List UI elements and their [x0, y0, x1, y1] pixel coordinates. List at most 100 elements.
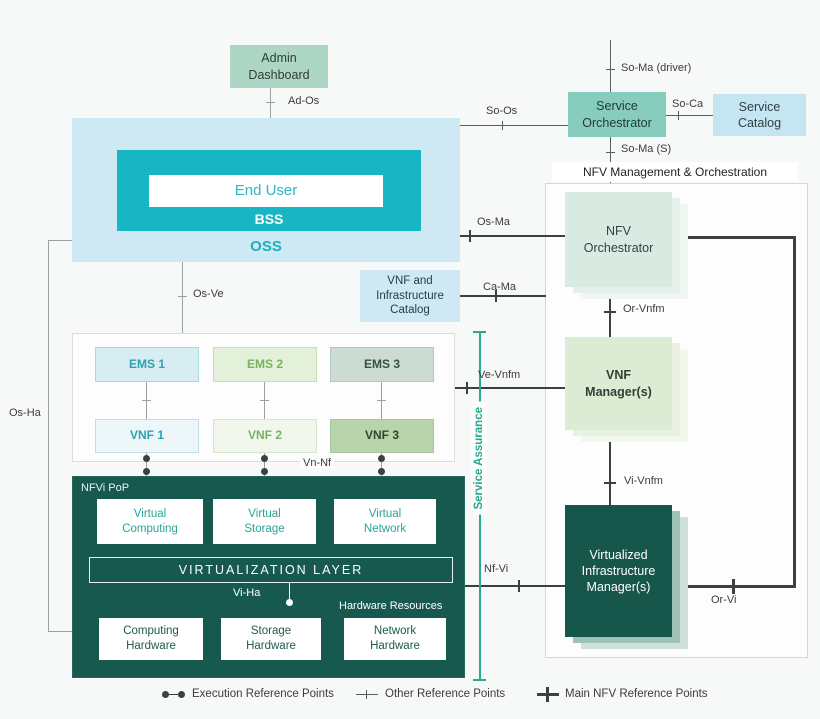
edge-so-ma-driver — [610, 40, 611, 92]
bss-block: End User BSS — [117, 150, 421, 231]
label-vn-nf: Vn-Nf — [300, 457, 335, 469]
tick-vi-vnfm — [604, 482, 616, 484]
tick-so-os — [502, 121, 503, 130]
label-so-ca: So-Ca — [672, 98, 704, 110]
node-ems-3: EMS 3 — [330, 347, 434, 382]
node-vnf-3: VNF 3 — [330, 419, 434, 453]
edge-os-ha — [48, 240, 49, 632]
legend-execution-dot-2 — [178, 691, 185, 698]
edge-ve-vnfm — [455, 387, 565, 389]
label-ca-ma: Ca-Ma — [483, 281, 517, 293]
dot-vi-ha — [286, 599, 293, 606]
nfvi-pop-label: NFVi PoP — [81, 482, 130, 494]
node-admin-dashboard: Admin Dashboard — [230, 45, 328, 88]
tick-ad-os — [266, 102, 275, 103]
tick-ca-ma — [495, 290, 497, 302]
node-computing-hardware: Computing Hardware — [99, 618, 203, 660]
mano-title: NFV Management & Orchestration — [582, 165, 768, 179]
label-so-ma-s: So-Ma (S) — [621, 143, 672, 155]
tick-so-ma-driver — [606, 69, 615, 70]
legend-main-label: Main NFV Reference Points — [565, 688, 708, 700]
tick-or-vnfm — [604, 311, 616, 313]
bss-label: BSS — [254, 211, 284, 227]
dot-vn-nf-2a — [261, 455, 268, 462]
tick-or-vi — [732, 579, 735, 594]
tick-os-ve — [178, 296, 187, 297]
label-os-ha: Os-Ha — [9, 407, 41, 419]
label-or-vi: Or-Vi — [711, 594, 737, 606]
label-ad-os: Ad-Os — [288, 95, 320, 107]
dot-vn-nf-1a — [143, 455, 150, 462]
node-storage-hardware: Storage Hardware — [221, 618, 321, 660]
tick-ems3-vnf3 — [377, 400, 386, 401]
tick-ve-vnfm — [466, 382, 468, 394]
edge-ca-ma — [460, 295, 546, 297]
edge-os-ve — [182, 262, 183, 333]
tick-ems2-vnf2 — [260, 400, 269, 401]
label-vi-ha: Vi-Ha — [233, 587, 261, 599]
edge-or-vi-right — [793, 236, 796, 588]
oss-block: End User BSS OSS — [72, 118, 460, 262]
dot-vn-nf-1b — [143, 468, 150, 475]
edge-nf-vi — [465, 585, 565, 587]
tick-so-ca — [678, 111, 679, 120]
edge-so-os — [460, 125, 568, 126]
virtualization-layer: VIRTUALIZATION LAYER — [89, 557, 453, 583]
edge-so-ca — [666, 115, 713, 116]
legend-other-line — [356, 694, 378, 695]
node-service-orchestrator: Service Orchestrator — [568, 92, 666, 137]
edge-vn-nf-2 — [264, 453, 265, 479]
node-vnf-managers: VNF Manager(s) — [565, 337, 672, 430]
node-nfv-orchestrator: NFV Orchestrator — [565, 192, 672, 287]
node-ems-1: EMS 1 — [95, 347, 199, 382]
label-vi-vnfm: Vi-Vnfm — [624, 475, 663, 487]
edge-os-ha-top — [48, 240, 72, 241]
dot-vn-nf-2b — [261, 468, 268, 475]
oss-label: OSS — [250, 238, 282, 255]
service-assurance-cap-bottom — [473, 679, 486, 681]
service-assurance-label: Service Assurance — [471, 402, 487, 515]
edge-os-ha-bottom — [48, 631, 72, 632]
edge-vn-nf-3 — [381, 453, 382, 479]
mano-title-band: NFV Management & Orchestration — [552, 162, 798, 182]
label-os-ve: Os-Ve — [193, 288, 224, 300]
legend-execution-label: Execution Reference Points — [192, 688, 334, 700]
service-assurance-cap-top — [473, 331, 486, 333]
nfvi-pop-block: NFVi PoP Virtual Computing Virtual Stora… — [72, 476, 465, 678]
label-or-vnfm: Or-Vnfm — [623, 303, 665, 315]
label-so-ma-driver: So-Ma (driver) — [621, 62, 692, 74]
label-so-os: So-Os — [486, 105, 518, 117]
node-virtual-computing: Virtual Computing — [97, 499, 203, 544]
label-ve-vnfm: Ve-Vnfm — [478, 369, 521, 381]
legend-other-label: Other Reference Points — [385, 688, 506, 700]
tick-so-ma-s — [606, 152, 615, 153]
edge-vi-ha — [289, 583, 290, 602]
edge-ad-os — [270, 88, 271, 118]
dot-vn-nf-3b — [378, 468, 385, 475]
node-vnf-infrastructure-catalog: VNF and Infrastructure Catalog — [360, 270, 460, 322]
node-vnf-1: VNF 1 — [95, 419, 199, 453]
node-service-catalog: Service Catalog — [713, 94, 806, 136]
tick-os-ma — [469, 230, 471, 242]
legend-execution-line — [166, 694, 182, 695]
tick-ems1-vnf1 — [142, 400, 151, 401]
node-network-hardware: Network Hardware — [344, 618, 446, 660]
edge-vi-vnfm — [609, 430, 611, 505]
edge-so-ma-s — [610, 137, 611, 183]
end-user-box: End User — [149, 175, 383, 207]
legend-other-tick — [366, 690, 367, 699]
edge-vn-nf-1 — [146, 453, 147, 479]
dot-vn-nf-3a — [378, 455, 385, 462]
edge-os-ma — [460, 235, 565, 237]
legend: Execution Reference Points Other Referen… — [0, 684, 820, 708]
node-vim: Virtualized Infrastructure Manager(s) — [565, 505, 672, 637]
edge-or-vi-top — [672, 236, 796, 239]
node-ems-2: EMS 2 — [213, 347, 317, 382]
node-vnf-2: VNF 2 — [213, 419, 317, 453]
label-nf-vi: Nf-Vi — [484, 563, 509, 575]
legend-main-tick — [546, 687, 549, 702]
legend-execution-dot-1 — [162, 691, 169, 698]
tick-nf-vi — [518, 580, 520, 592]
node-virtual-storage: Virtual Storage — [213, 499, 316, 544]
